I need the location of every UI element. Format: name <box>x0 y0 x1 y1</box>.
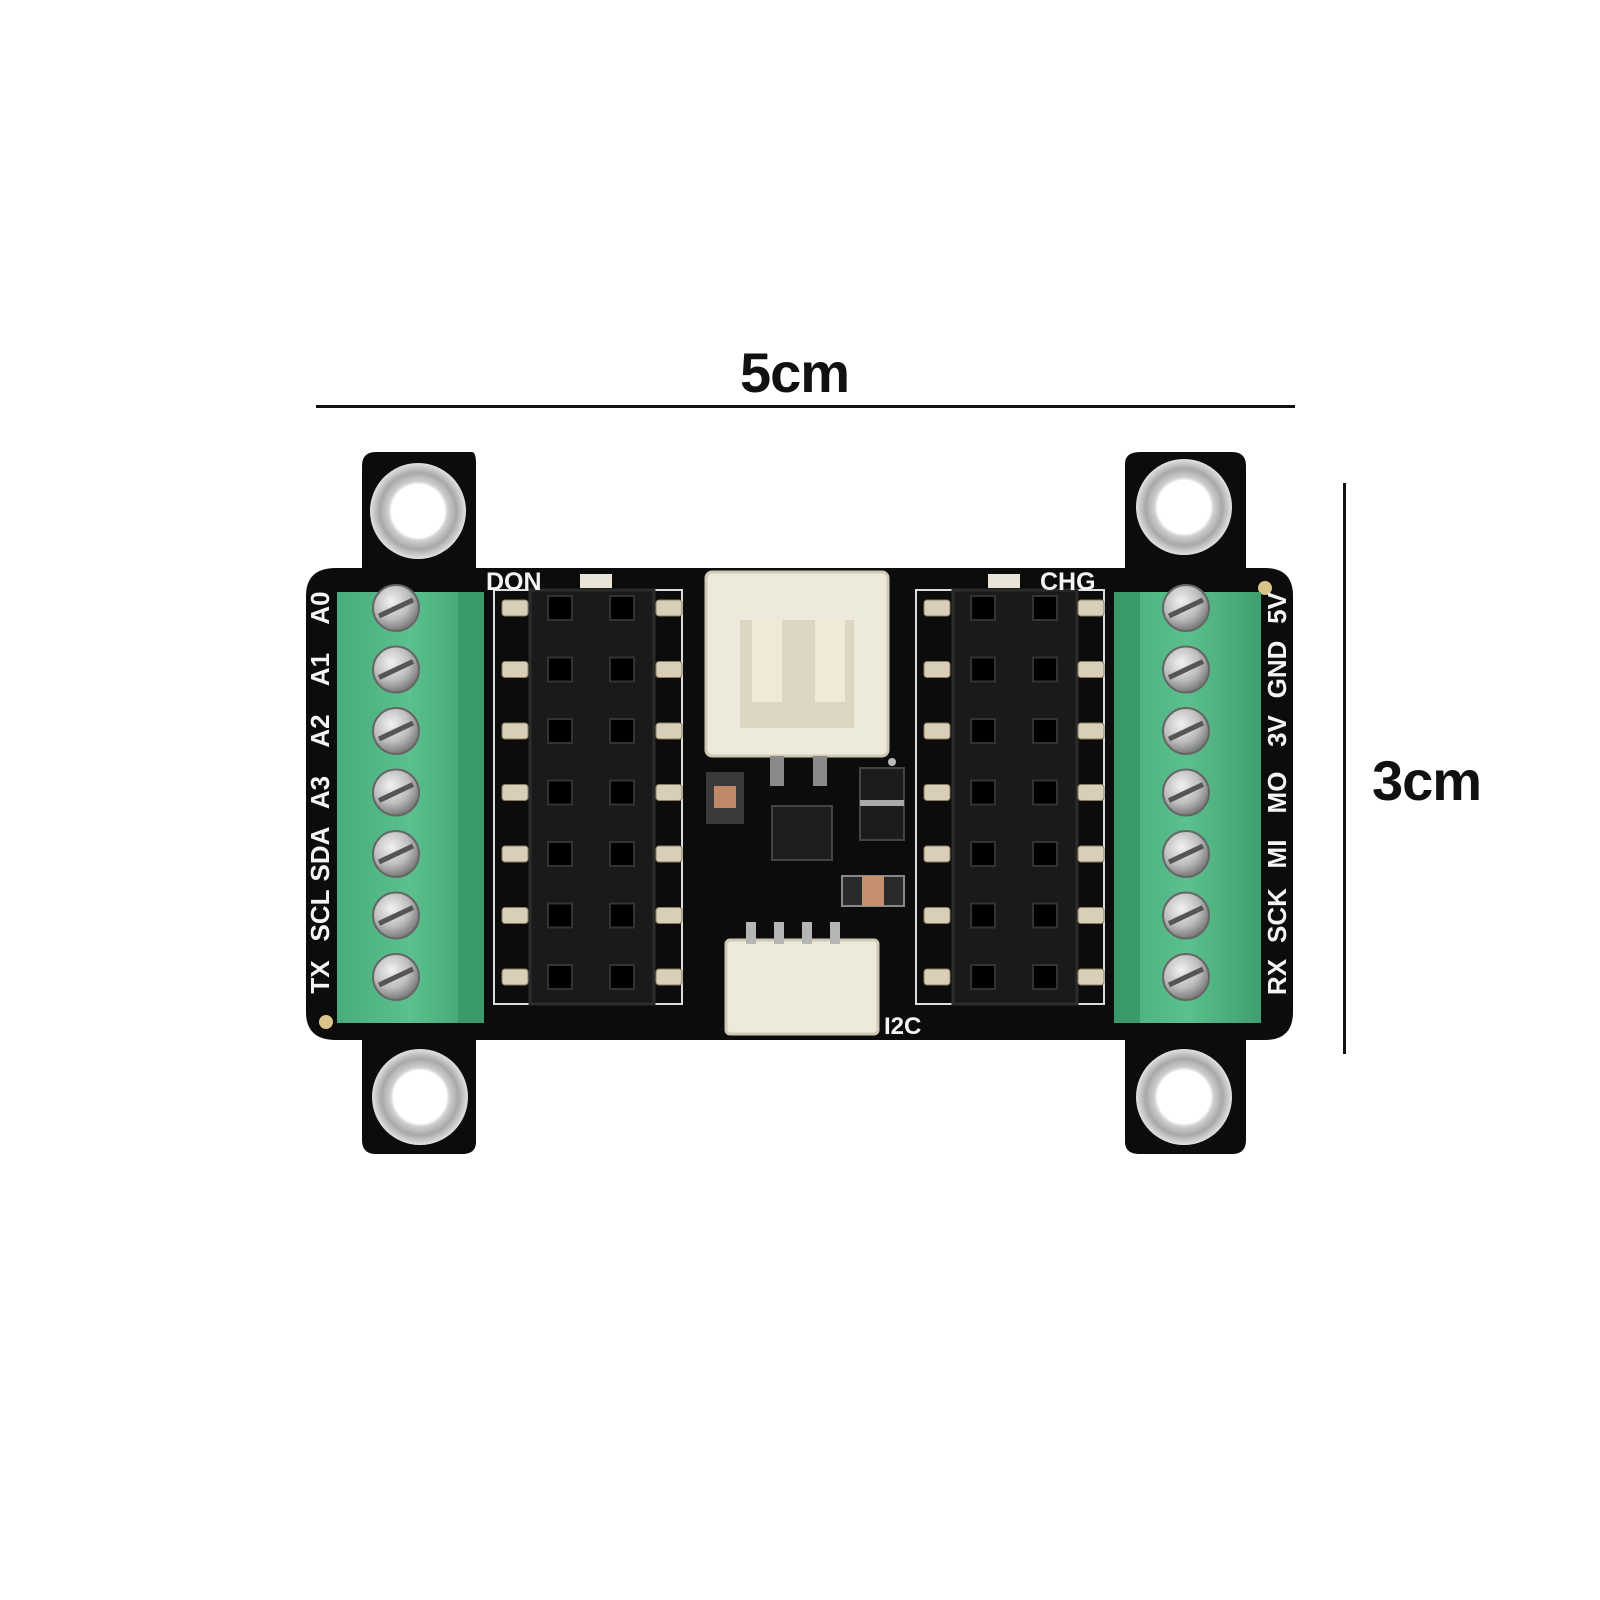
header-socket-row <box>501 595 683 621</box>
pin-label: MI <box>1262 840 1292 869</box>
mounting-hole-top-right <box>1136 459 1232 555</box>
mounting-hole-bottom-right <box>1136 1049 1232 1145</box>
terminal-screw <box>372 768 420 817</box>
terminal-screw <box>1162 830 1210 878</box>
pin-label: A2 <box>305 714 335 747</box>
mounting-hole-bottom-left <box>372 1049 468 1145</box>
header-socket-row <box>501 902 683 929</box>
header-socket-row <box>923 779 1105 806</box>
header-socket-row <box>501 718 683 744</box>
terminal-screw <box>1162 891 1210 940</box>
height-dimension-label: 3cm <box>1372 749 1482 812</box>
label-led-chg: CHG <box>1040 568 1096 596</box>
header-socket-row <box>501 656 683 683</box>
led-don <box>580 574 612 588</box>
header-socket-row <box>923 902 1105 929</box>
pin-label: RX <box>1262 958 1292 995</box>
label-led-don: DON <box>486 568 542 596</box>
header-socket-row <box>501 964 683 990</box>
pin-label: A0 <box>305 591 335 624</box>
fiducial <box>319 1015 333 1029</box>
label-i2c: I2C <box>884 1013 921 1040</box>
terminal-screw <box>1162 584 1210 632</box>
pin-label: SCK <box>1262 888 1292 943</box>
pin-label: A3 <box>305 776 335 809</box>
pin-label: SCL <box>305 889 335 941</box>
fiducial <box>1258 581 1272 595</box>
smd-components <box>706 758 905 907</box>
terminal-screw <box>372 953 420 1001</box>
pin-label: 3V <box>1262 714 1292 746</box>
terminal-screw <box>372 830 420 878</box>
terminal-screw <box>1162 645 1210 694</box>
pin-label: 5V <box>1262 591 1292 623</box>
terminal-screw <box>372 645 420 694</box>
pin-label: SDA <box>305 826 335 881</box>
header-socket-row <box>923 964 1105 990</box>
header-socket-row <box>923 718 1105 744</box>
terminal-screw <box>1162 953 1210 1001</box>
width-dimension-line <box>316 405 1295 408</box>
pin-label: TX <box>305 960 335 994</box>
header-left <box>493 588 683 1006</box>
header-socket-row <box>501 841 683 867</box>
mounting-hole-top-left <box>370 463 466 559</box>
header-socket-row <box>923 841 1105 867</box>
terminal-block-left <box>337 584 484 1023</box>
terminal-screw <box>1162 707 1210 755</box>
terminal-screw <box>1162 768 1210 817</box>
header-socket-row <box>923 595 1105 621</box>
jst-battery-connector <box>704 570 890 786</box>
header-socket-row <box>501 779 683 806</box>
header-right <box>915 588 1105 1006</box>
pin-label: MO <box>1262 772 1292 814</box>
pin-label: A1 <box>305 653 335 686</box>
terminal-screw <box>372 891 420 940</box>
width-dimension-label: 5cm <box>740 341 850 404</box>
terminal-block-right <box>1114 584 1261 1023</box>
header-socket-row <box>923 656 1105 683</box>
terminal-screw <box>372 584 420 632</box>
terminal-screw <box>372 707 420 755</box>
i2c-connector <box>724 922 880 1036</box>
pin-label: GND <box>1262 641 1292 699</box>
height-dimension-line <box>1343 483 1346 1054</box>
led-chg <box>988 574 1020 588</box>
